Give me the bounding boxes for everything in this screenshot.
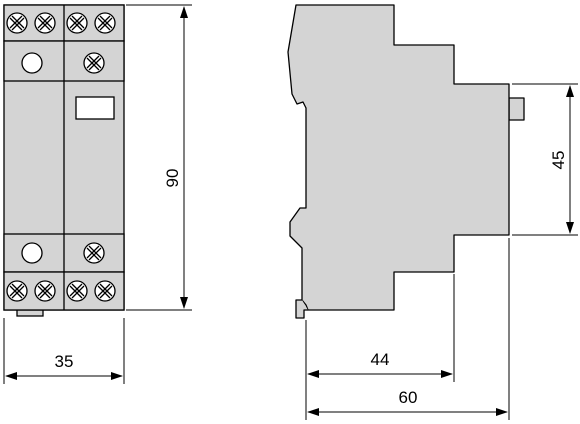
screw-terminal-icon <box>83 242 105 264</box>
dim-label-44: 44 <box>371 350 390 369</box>
dim-front-height <box>126 4 192 311</box>
screw-terminal-icon <box>94 280 116 302</box>
dim-front-width <box>3 318 125 384</box>
led-circle-top <box>21 52 43 74</box>
dim-label-90: 90 <box>163 169 182 188</box>
dim-side-45 <box>512 83 578 236</box>
screw-terminal-icon <box>66 280 88 302</box>
screw-terminal-icon <box>94 12 116 34</box>
side-view <box>287 4 525 319</box>
indicator-window <box>75 96 115 120</box>
screw-terminal-icon <box>66 12 88 34</box>
dim-label-45: 45 <box>549 151 568 170</box>
screw-terminal-icon <box>83 52 105 74</box>
dim-label-60: 60 <box>399 388 418 407</box>
dim-side-60 <box>307 238 510 420</box>
screw-terminal-icon <box>6 12 28 34</box>
side-knob <box>508 97 525 121</box>
dim-side-44 <box>305 274 455 420</box>
led-circle-bottom <box>21 242 43 264</box>
screw-terminals <box>6 12 116 302</box>
din-clip <box>295 299 308 319</box>
front-view <box>3 4 125 317</box>
dim-label-35: 35 <box>55 352 74 371</box>
screw-terminal-icon <box>34 12 56 34</box>
screw-terminal-icon <box>6 280 28 302</box>
screw-terminal-icon <box>34 280 56 302</box>
side-body <box>287 4 510 311</box>
